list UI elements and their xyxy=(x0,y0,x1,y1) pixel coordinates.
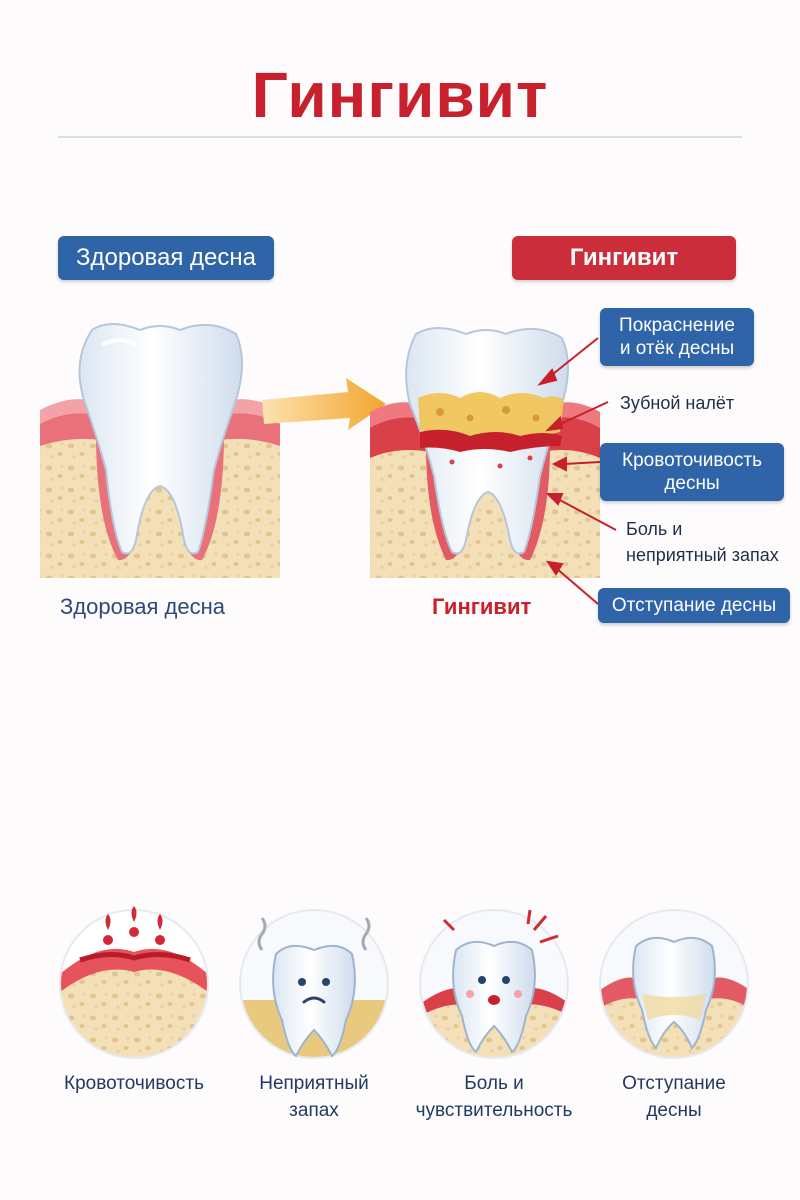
callout-bleeding: Кровоточивость десны xyxy=(600,443,784,501)
callout-redness: Покраснение и отёк десны xyxy=(600,308,754,366)
icon-caption-recession: Отступание десны xyxy=(584,1070,764,1124)
icon-pain xyxy=(419,909,569,1059)
page-title: Гингивит xyxy=(251,59,549,131)
icon-recession xyxy=(599,909,749,1059)
icon-caption-bad-breath-line1: Неприятный xyxy=(259,1073,369,1094)
title-divider xyxy=(58,136,742,138)
icon-caption-pain-line2: чувствительность xyxy=(415,1100,573,1121)
icon-caption-bleeding: Кровоточивость xyxy=(44,1070,224,1097)
icon-caption-recession-line2: десны xyxy=(646,1100,702,1121)
healthy-tooth xyxy=(78,323,243,555)
callout-pointers xyxy=(537,337,617,605)
label-pain-line2: неприятный запах xyxy=(626,545,779,565)
icon-caption-bad-breath: Неприятный запах xyxy=(224,1070,404,1124)
badge-gingivitis: Гингивит xyxy=(512,236,736,280)
callout-recession: Отступание десны xyxy=(598,588,790,623)
icon-bad-breath xyxy=(239,909,389,1059)
transition-arrow xyxy=(262,378,386,430)
icon-caption-recession-line1: Отступание xyxy=(622,1073,726,1094)
callout-redness-line2: и отёк десны xyxy=(619,338,735,359)
label-pain: Боль и неприятный запах xyxy=(626,516,779,568)
healthy-tooth-scene xyxy=(40,323,280,578)
gingivitis-tooth-scene xyxy=(370,327,600,578)
callout-bleeding-line1: Кровоточивость xyxy=(622,450,762,471)
label-pain-line1: Боль и xyxy=(626,519,683,539)
callout-bleeding-line2: десны xyxy=(664,473,720,494)
icon-caption-pain-line1: Боль и xyxy=(464,1073,524,1094)
icon-caption-bleeding-line1: Кровоточивость xyxy=(64,1073,204,1094)
caption-gingivitis: Гингивит xyxy=(432,594,532,619)
callout-redness-line1: Покраснение xyxy=(619,315,735,336)
icon-caption-pain: Боль и чувствительность xyxy=(404,1070,584,1124)
label-plaque: Зубной налёт xyxy=(620,393,735,413)
plaque-band xyxy=(418,392,564,438)
badge-healthy: Здоровая десна xyxy=(58,236,274,280)
icon-bleeding xyxy=(59,906,209,1059)
bleeding-line xyxy=(420,429,562,452)
caption-healthy: Здоровая десна xyxy=(60,594,225,619)
icon-caption-bad-breath-line2: запах xyxy=(289,1100,339,1121)
